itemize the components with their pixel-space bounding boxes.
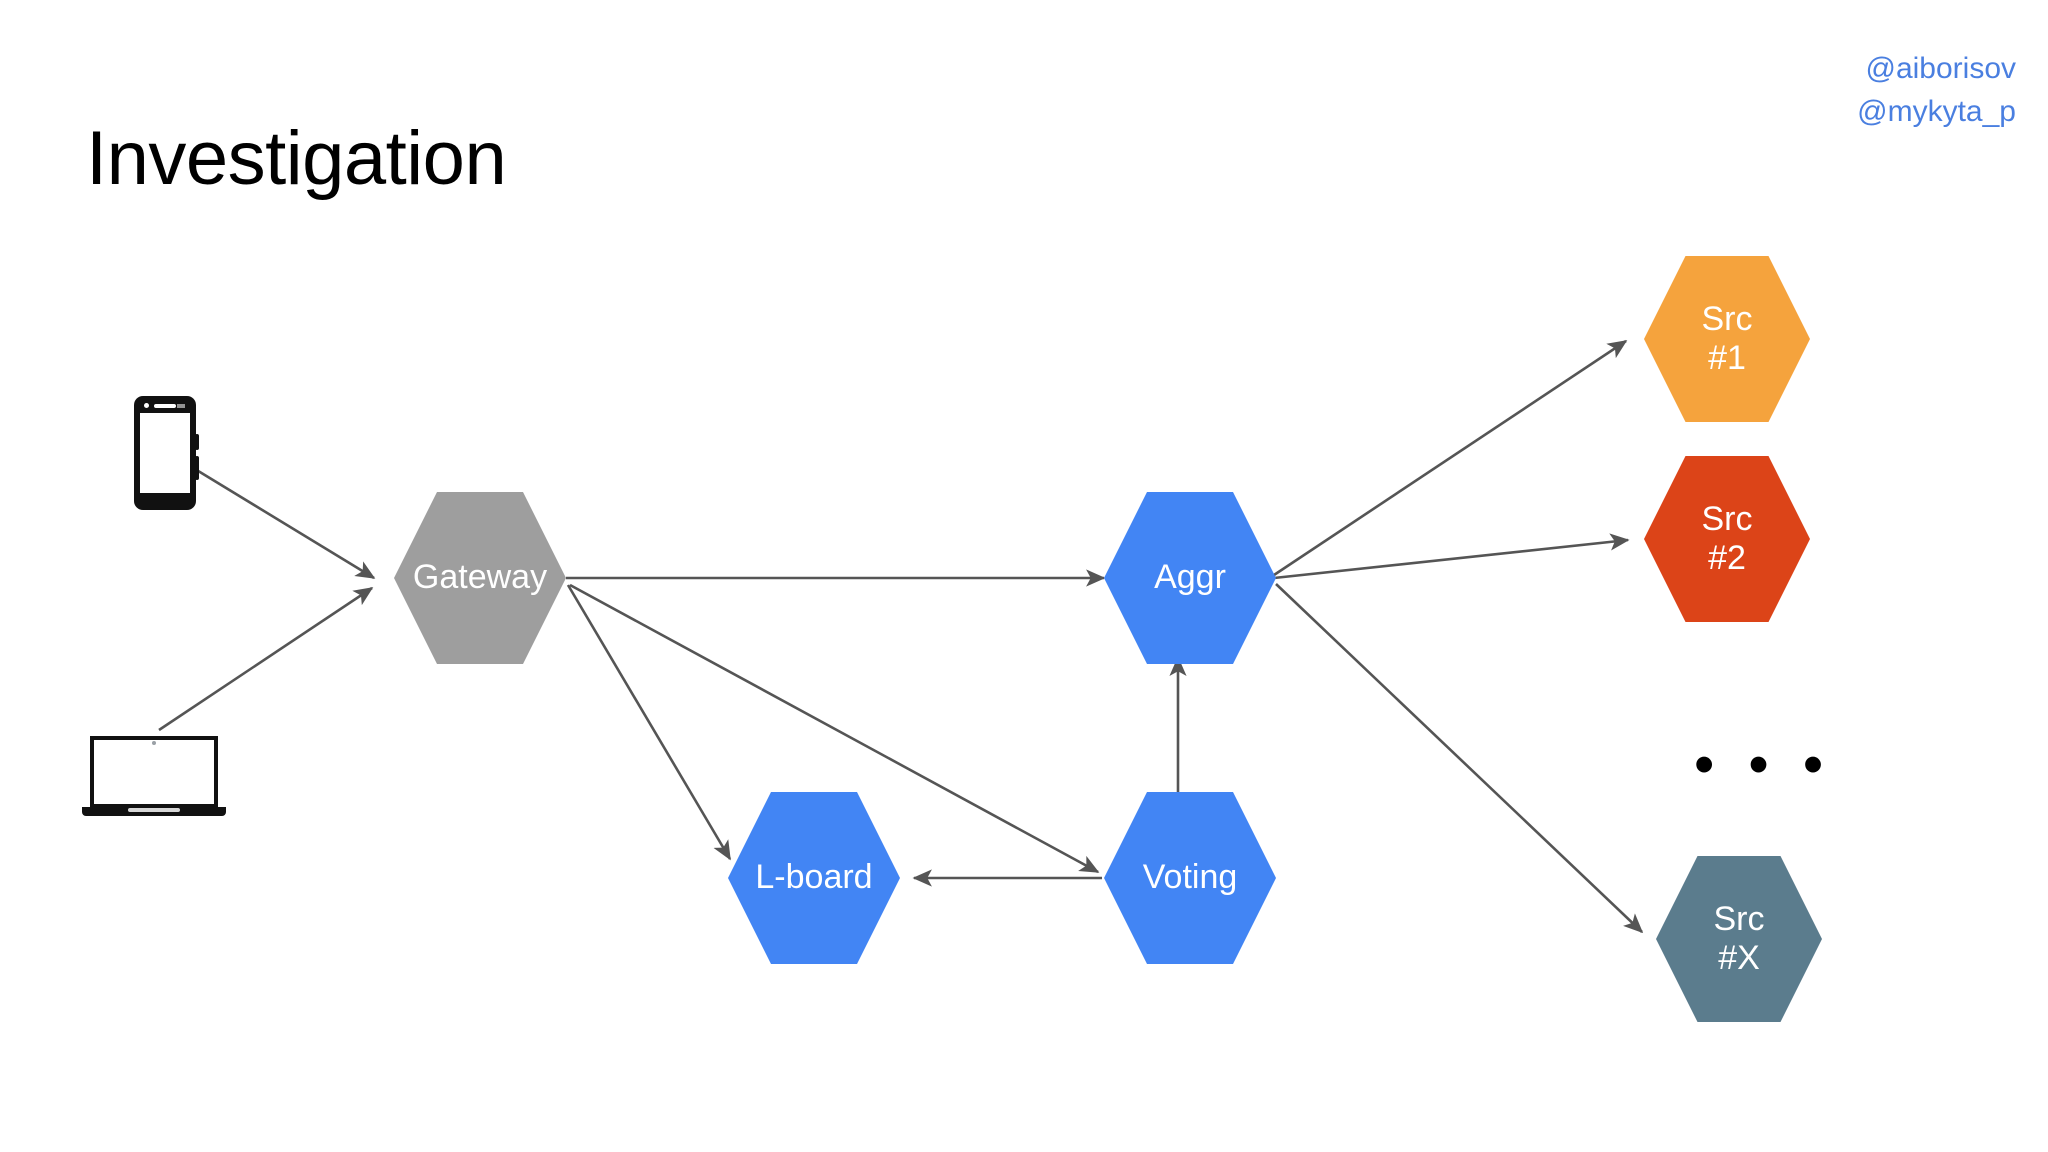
smartphone-button: [195, 434, 199, 450]
edge-aggr-srcx: [1275, 583, 1644, 934]
laptop-icon: [82, 736, 226, 818]
node-aggr-label: Aggr: [1154, 558, 1226, 597]
node-src-x-label: Src #X: [1713, 899, 1765, 977]
smartphone-sensor: [177, 404, 185, 408]
node-lboard-label: L-board: [755, 858, 873, 897]
handle-aiborisov: @aiborisov: [1865, 52, 2016, 85]
edge-laptop-gateway: [158, 586, 374, 732]
node-src-2-label: Src #2: [1701, 499, 1753, 577]
node-gateway-label: Gateway: [412, 558, 548, 597]
node-aggr[interactable]: Aggr: [1104, 492, 1276, 664]
smartphone-camera: [144, 403, 149, 408]
laptop-webcam: [152, 741, 156, 745]
laptop-screen: [90, 736, 218, 808]
edge-aggr-src1: [1273, 339, 1628, 577]
edge-gateway-lboard: [566, 584, 732, 861]
node-src-2[interactable]: Src #2: [1644, 456, 1810, 622]
node-lboard[interactable]: L-board: [728, 792, 900, 964]
node-voting-label: Voting: [1142, 858, 1238, 897]
handle-mykyta-p: @mykyta_p: [1857, 94, 2016, 128]
node-gateway[interactable]: Gateway: [394, 492, 566, 664]
edge-smartphone-gateway: [189, 464, 376, 580]
smartphone-speaker: [154, 404, 176, 408]
ellipsis-indicator: • • •: [1694, 732, 1833, 797]
node-src-1[interactable]: Src #1: [1644, 256, 1810, 422]
page-title: Investigation: [86, 116, 507, 201]
smartphone-screen: [140, 413, 190, 493]
node-src-1-label: Src #1: [1701, 299, 1753, 377]
smartphone-icon: [134, 396, 199, 510]
smartphone-button: [195, 456, 199, 480]
node-src-x[interactable]: Src #X: [1656, 856, 1822, 1022]
social-handles: @aiborisov @mykyta_p: [1857, 48, 2016, 133]
edge-aggr-src2: [1273, 533, 1630, 580]
laptop-touchpad: [128, 808, 180, 812]
node-voting[interactable]: Voting: [1104, 792, 1276, 964]
